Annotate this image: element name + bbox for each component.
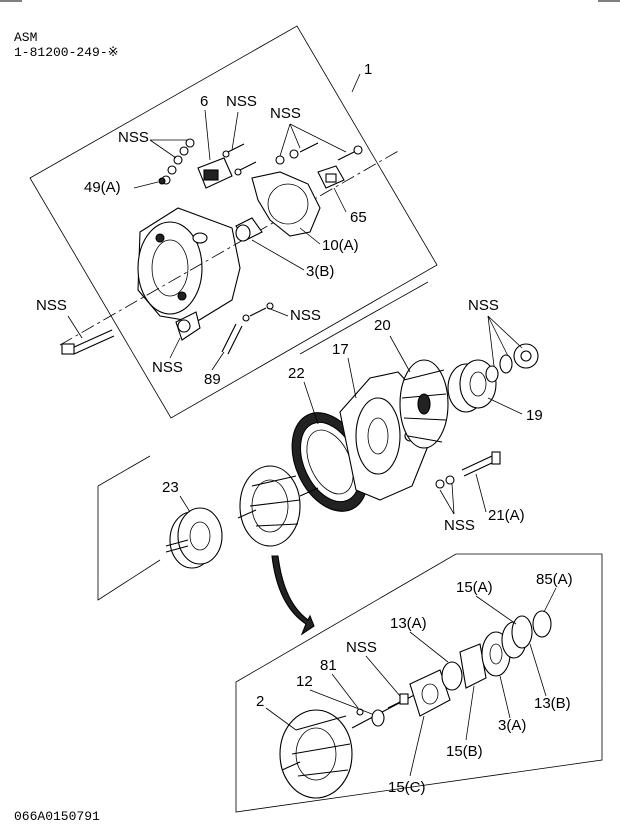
callout-23: 23 — [162, 479, 179, 496]
callout-19: 19 — [526, 407, 543, 424]
screws-top — [222, 142, 363, 176]
callout-6: 6 — [200, 93, 208, 110]
callout-13b: 13(B) — [534, 695, 571, 712]
callout-85a: 85(A) — [536, 571, 573, 588]
callout-15c: 15(C) — [388, 779, 426, 796]
guide-line — [299, 281, 429, 355]
plate-15a — [511, 615, 533, 649]
callout-nss-left: NSS — [36, 297, 67, 314]
slip-ring-23 — [165, 507, 223, 569]
callout-49a: 49(A) — [84, 179, 121, 196]
callout-nss-top-a: NSS — [226, 93, 257, 110]
callout-15b: 15(B) — [446, 743, 483, 760]
callout-89: 89 — [204, 371, 221, 388]
small-hardware-top-left — [158, 138, 195, 185]
callout-3a: 3(A) — [498, 717, 526, 734]
plate-15c — [409, 669, 451, 717]
rotor-shaft — [351, 691, 421, 729]
callout-12: 12 — [296, 673, 313, 690]
frame-rear-housing — [29, 25, 438, 419]
callout-nss-center: NSS — [444, 517, 475, 534]
callout-nss-bottom-left: NSS — [152, 359, 183, 376]
plate-15b — [459, 643, 487, 689]
callout-22: 22 — [288, 365, 305, 382]
callout-nss-top-b: NSS — [270, 105, 301, 122]
leader-1 — [351, 73, 361, 93]
brush-holder-65 — [317, 165, 345, 189]
drawing-code: 066A0150791 — [14, 809, 100, 824]
callout-3b: 3(B) — [306, 263, 334, 280]
callout-1: 1 — [364, 61, 372, 78]
callout-nss-mid: NSS — [290, 307, 321, 324]
callout-nss-top-c: NSS — [118, 129, 149, 146]
washer-12 — [371, 709, 385, 727]
detail-arrow — [271, 555, 315, 636]
rotor-mid — [237, 465, 319, 547]
callout-81: 81 — [320, 657, 337, 674]
callout-17: 17 — [332, 341, 349, 358]
screw-inset — [387, 693, 409, 709]
rear-housing — [137, 207, 241, 341]
asm-number: 1-81200-249-※ — [14, 45, 119, 60]
callout-20: 20 — [374, 317, 391, 334]
bolt-21a — [435, 451, 501, 489]
callout-65: 65 — [350, 209, 367, 226]
callout-13a: 13(A) — [390, 615, 427, 632]
long-bolt-left — [61, 329, 115, 355]
fan-20 — [399, 359, 449, 449]
bearing-3b — [235, 217, 263, 242]
frame-rotor-detail — [235, 553, 603, 813]
leader-lines — [67, 109, 557, 777]
regulator-6 — [197, 157, 233, 189]
guide-line — [97, 455, 151, 487]
ring-85a — [532, 610, 552, 638]
callout-nss-inset: NSS — [346, 639, 377, 656]
axis-line — [59, 149, 401, 346]
callout-nss-right: NSS — [468, 297, 499, 314]
asm-label: ASM — [14, 30, 37, 45]
callout-10a: 10(A) — [322, 237, 359, 254]
pulley-19 — [447, 343, 539, 413]
callout-15a: 15(A) — [456, 579, 493, 596]
cover-10a — [251, 171, 321, 237]
callout-21a: 21(A) — [488, 507, 525, 524]
rotor-2 — [279, 709, 353, 799]
ring-13a — [441, 661, 463, 691]
callout-2: 2 — [256, 693, 264, 710]
screws-89 — [221, 302, 274, 355]
frame-rotor-pulley — [97, 486, 161, 601]
